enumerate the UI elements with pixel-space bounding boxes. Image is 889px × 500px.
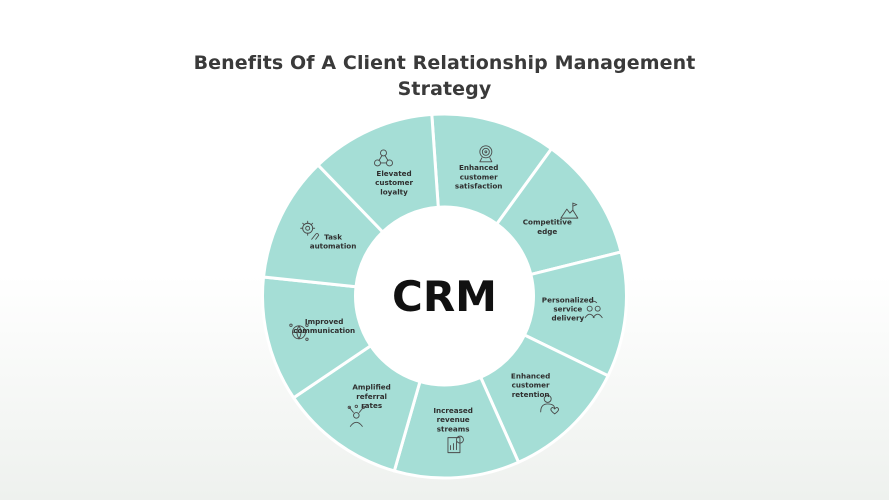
diagram-title-line-1: Benefits Of A Client Relationship Manage…	[193, 52, 696, 74]
loyalty-network-icon	[374, 149, 393, 167]
globe-network-icon	[289, 323, 309, 341]
segment-label-line: Elevated	[376, 169, 411, 178]
segment-label-line: Task	[324, 233, 342, 242]
segment-label-line: service	[553, 304, 582, 313]
segment-label-line: Personalized	[542, 295, 594, 304]
diagram-title-line-2: Strategy	[397, 78, 492, 100]
segment-label-line: loyalty	[380, 187, 408, 196]
referral-person-icon	[347, 404, 365, 427]
segment-label-line: streams	[437, 424, 470, 433]
gear-hand-icon	[300, 220, 320, 240]
segment-label-line: Amplified	[352, 383, 390, 392]
diagram-title: Benefits Of A Client Relationship Manage…	[0, 50, 889, 102]
segment-label-line: referral	[356, 392, 387, 401]
segment-label-line: retention	[512, 390, 550, 399]
segment-label-line: automation	[310, 242, 357, 251]
segment-label-line: customer	[512, 381, 550, 390]
segment-label-line: communication	[293, 326, 355, 335]
segment-label-line: Improved	[305, 317, 344, 326]
segment-label-line: Enhanced	[459, 163, 498, 172]
segment-label-line: revenue	[437, 415, 470, 424]
service-team-icon	[584, 300, 603, 319]
segment-label-line: customer	[460, 172, 498, 181]
segment-label-line: Competitive	[523, 218, 572, 227]
revenue-report-icon	[447, 435, 464, 454]
center-circle	[355, 207, 534, 385]
target-icon	[479, 145, 493, 163]
customer-heart-icon	[540, 394, 559, 415]
segment-label-line: edge	[537, 227, 557, 236]
segment-label-line: rates	[361, 401, 382, 410]
segment-label-line: Enhanced	[511, 372, 550, 381]
segment-label-line: satisfaction	[455, 182, 503, 191]
mountain-flag-icon	[560, 202, 579, 219]
segment-label-line: Increased	[433, 406, 473, 415]
segment-label-line: delivery	[551, 314, 584, 323]
segment-label-line: customer	[375, 178, 413, 187]
center-label: CRM	[392, 272, 497, 321]
